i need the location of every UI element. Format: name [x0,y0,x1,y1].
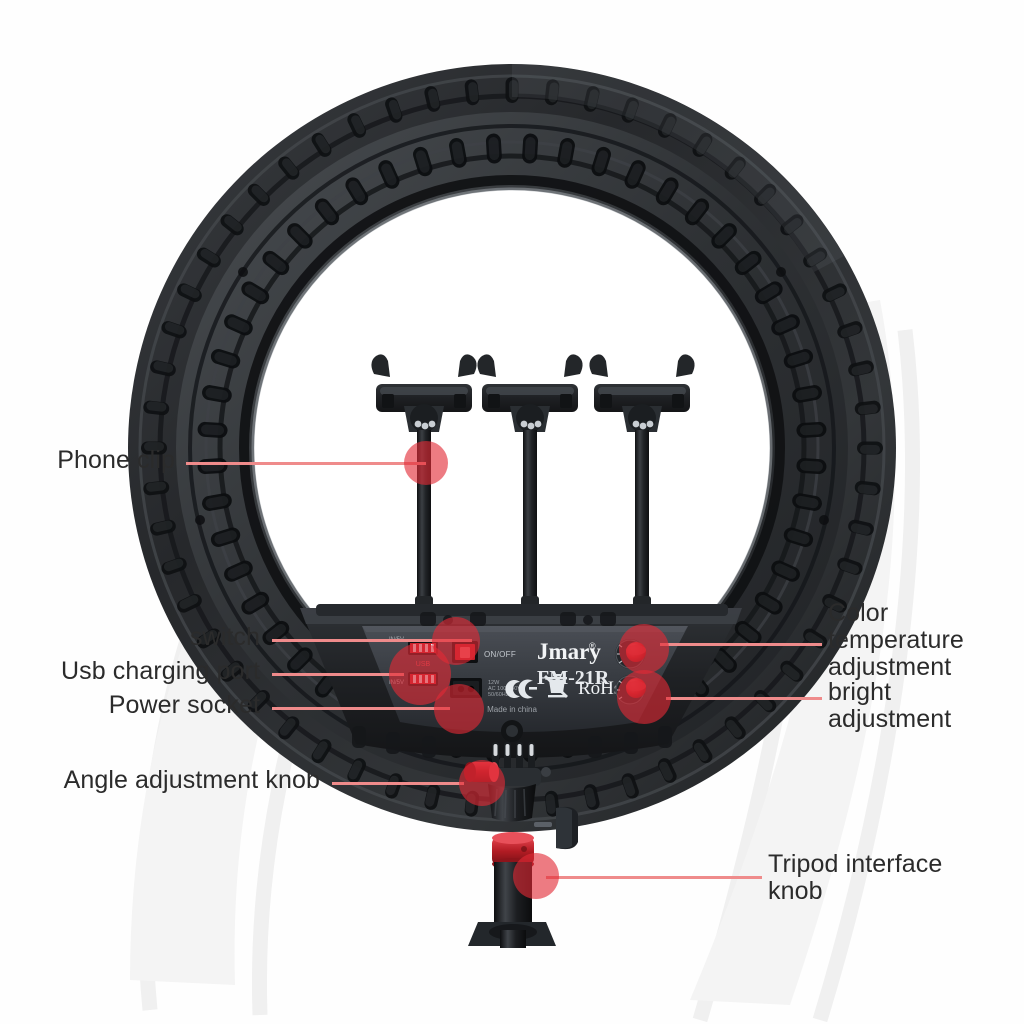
label-power-socket: Power socket [108,691,260,719]
label-usb-charging-port: Usb charging port [60,657,260,685]
label-color-temperature-adjustment: Color temperature adjustment [828,599,964,681]
leader-power-socket [272,707,450,710]
leader-usb-charging-port [272,673,404,676]
svg-text:50/60Hz: 50/60Hz [488,692,509,698]
brand-text: Jmary [537,639,601,664]
marker-tripod-interface-knob [513,853,559,899]
svg-text:AC 100-240V: AC 100-240V [488,686,521,692]
svg-text:ON/OFF: ON/OFF [484,650,516,659]
label-bright-adjustment: bright adjustment [828,678,952,733]
leader-angle-adjustment-knob [332,782,464,785]
phone-clip [589,354,695,617]
label-angle-adjustment-knob: Angle adjustment knob [63,766,320,794]
ce-mark [505,679,537,699]
svg-text:12W: 12W [488,680,500,686]
leader-color-temperature-adjustment [660,643,822,646]
rohs-mark: RoHs [578,678,621,699]
marker-color-temperature-adjustment [619,624,669,674]
origin-text: Made in china [487,705,537,714]
marker-power-socket [434,684,484,734]
leader-bright-adjustment [666,697,822,700]
marker-bright-adjustment [617,670,671,724]
marker-phone-clip [404,441,448,485]
label-tripod-interface-knob: Tripod interface knob [768,850,943,905]
weee-mark [544,674,568,698]
leader-switch [272,639,472,642]
leader-tripod-interface-knob [546,876,762,879]
svg-text:®: ® [589,641,596,651]
leader-phone-clip [186,462,426,465]
marker-angle-adjustment-knob [459,760,505,806]
tilt-lock-knob [534,806,578,850]
label-switch: switch [189,623,260,651]
label-phone-clip: Phone clip [57,446,175,474]
